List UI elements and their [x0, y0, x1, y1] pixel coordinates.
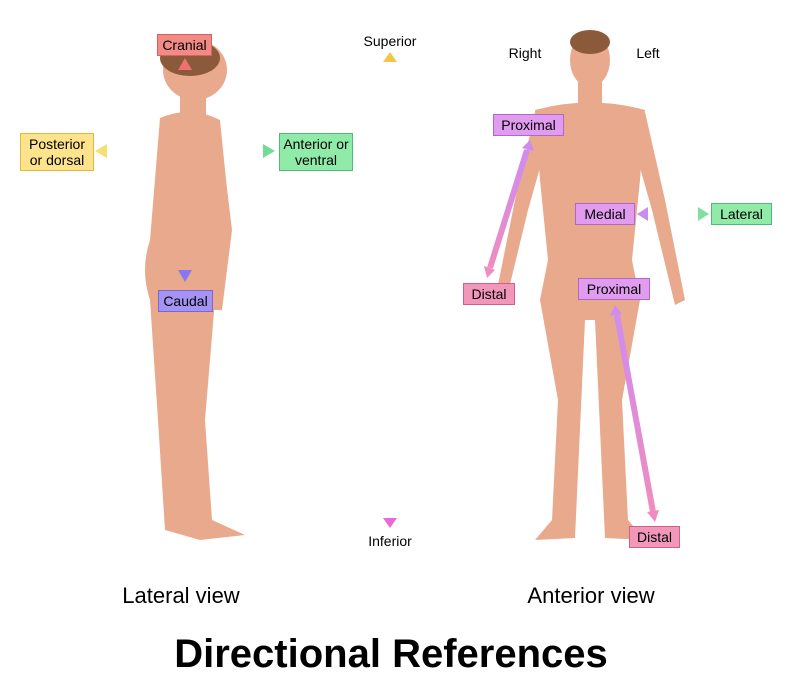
label-distal-leg: Distal	[629, 526, 680, 548]
arrow-leg-proximal-distal	[610, 305, 659, 522]
label-proximal-arm: Proximal	[493, 114, 564, 136]
label-anterior: Anterior or ventral	[279, 133, 353, 171]
label-right: Right	[508, 45, 542, 61]
caption-lateral-view: Lateral view	[122, 583, 240, 608]
label-proximal-leg: Proximal	[578, 278, 650, 300]
label-superior: Superior	[363, 33, 417, 49]
arrow-superior-inferior	[383, 52, 397, 528]
label-cranial: Cranial	[157, 34, 212, 56]
page-title: Directional References	[174, 632, 608, 676]
label-posterior: Posterior or dorsal	[20, 133, 94, 171]
label-medial: Medial	[575, 203, 635, 225]
arrow-cranial-caudal	[178, 58, 192, 282]
label-inferior: Inferior	[368, 533, 412, 549]
arrow-arm-proximal-distal	[484, 140, 534, 278]
caption-anterior-view: Anterior view	[527, 583, 655, 608]
anterior-hair	[570, 30, 610, 54]
arrow-medial-lateral	[637, 207, 709, 221]
label-lateral: Lateral	[711, 203, 772, 225]
label-caudal: Caudal	[158, 290, 213, 312]
label-left: Left	[636, 45, 660, 61]
arrow-posterior-anterior	[95, 144, 275, 158]
label-distal-arm: Distal	[463, 283, 515, 305]
